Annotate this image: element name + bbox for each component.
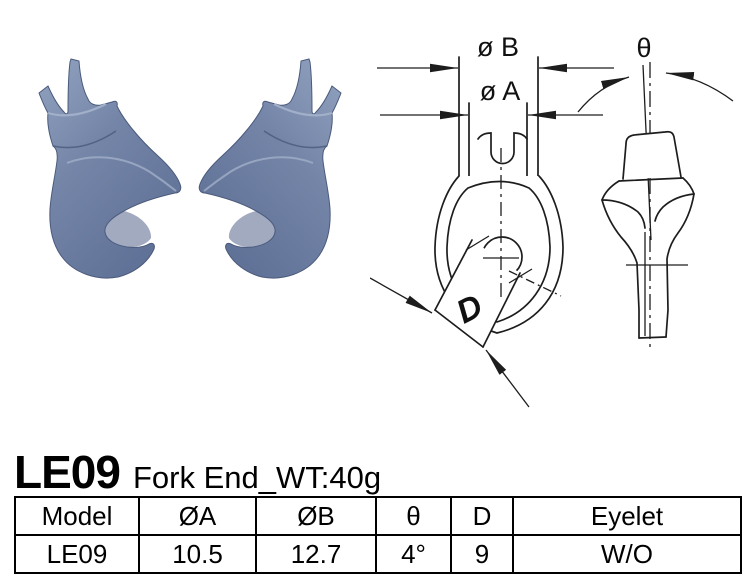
fork-end-part-left (38, 58, 182, 279)
spec-value-theta: 4° (375, 534, 452, 574)
spec-header-model: Model (14, 496, 140, 536)
front-view: ø B ø A D (370, 32, 614, 408)
dim-label-diameter-b: ø B (477, 32, 519, 62)
dim-label-theta: θ (636, 33, 651, 63)
spec-value-eyelet: W/O (512, 534, 742, 574)
model-code: LE09 (14, 446, 121, 498)
side-view: θ (577, 33, 734, 352)
spec-header-eyelet: Eyelet (512, 496, 742, 536)
spec-header-dia-b: ØB (255, 496, 377, 536)
technical-drawing: ø B ø A D θ (370, 32, 734, 408)
spec-table: Model ØA ØB θ D Eyelet LE09 10.5 12.7 4°… (14, 496, 742, 574)
spec-value-dia-a: 10.5 (138, 534, 257, 574)
spec-header-row: Model ØA ØB θ D Eyelet (14, 496, 742, 536)
spec-value-row: LE09 10.5 12.7 4° 9 W/O (14, 534, 742, 574)
product-photo (38, 57, 343, 280)
spec-header-dia-a: ØA (138, 496, 257, 536)
spec-value-dia-b: 12.7 (255, 534, 377, 574)
dim-label-diameter-a: ø A (480, 76, 521, 106)
product-title: LE09 Fork End_WT:40g (14, 449, 381, 495)
spec-value-d: 9 (450, 534, 514, 574)
spec-header-d: D (450, 496, 514, 536)
spec-header-theta: θ (375, 496, 452, 536)
fork-end-part-right (198, 57, 343, 280)
product-subtitle: Fork End_WT:40g (132, 460, 382, 495)
spec-value-model: LE09 (14, 534, 140, 574)
